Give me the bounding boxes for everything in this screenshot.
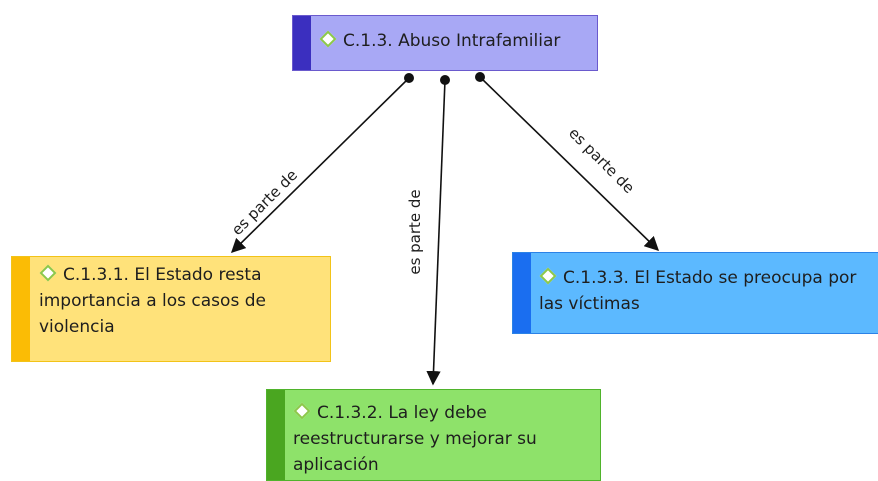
node-label: C.1.3.1. El Estado resta importancia a l… [39, 265, 266, 337]
connector-origin-dot [440, 75, 450, 85]
node-label: C.1.3. Abuso Intrafamiliar [343, 31, 561, 51]
node-root[interactable]: C.1.3. Abuso Intrafamiliar [292, 15, 598, 71]
connector-line-child3[interactable] [479, 76, 660, 252]
node-color-bar [293, 16, 311, 70]
link-label-2: es parte de [406, 189, 424, 274]
link-label-1: es parte de [228, 166, 301, 239]
node-child-1[interactable]: C.1.3.1. El Estado resta importancia a l… [11, 256, 331, 362]
diamond-icon [293, 402, 311, 420]
link-label-3: es parte de [565, 124, 638, 197]
node-color-bar [267, 390, 285, 480]
connector-line-child2[interactable] [426, 79, 446, 386]
node-label: C.1.3.3. El Estado se preocupa por las v… [539, 268, 857, 314]
connector-line-child1[interactable] [230, 77, 410, 254]
node-color-bar [513, 253, 531, 333]
node-child-3[interactable]: C.1.3.3. El Estado se preocupa por las v… [512, 252, 878, 334]
connector-origin-dot [404, 73, 414, 83]
diamond-icon [39, 264, 57, 282]
connector-origin-dot [475, 72, 485, 82]
diamond-icon [539, 267, 557, 285]
diamond-icon [319, 30, 337, 48]
node-label: C.1.3.2. La ley debe reestructurarse y m… [293, 403, 537, 475]
node-color-bar [12, 257, 30, 361]
node-child-2[interactable]: C.1.3.2. La ley debe reestructurarse y m… [266, 389, 601, 481]
